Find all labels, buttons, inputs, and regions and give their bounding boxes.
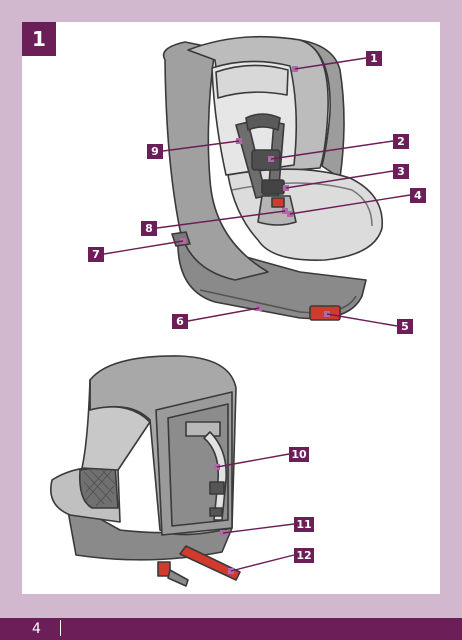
callout-11-label: 11 [296, 518, 311, 531]
callout-3: 3 [393, 164, 409, 179]
callout-12: 12 [294, 548, 314, 563]
callout-8-label: 8 [145, 222, 153, 235]
callout-boxes: 1 2 3 4 5 6 7 8 [88, 51, 426, 563]
callout-3-label: 3 [397, 165, 405, 178]
callout-8: 8 [141, 221, 157, 236]
callout-12-label: 12 [296, 549, 311, 562]
callout-1-label: 1 [370, 52, 378, 65]
callout-10: 10 [289, 447, 309, 462]
callout-4: 4 [410, 188, 426, 203]
callout-6: 6 [172, 314, 188, 329]
front-view-seat [162, 35, 383, 321]
mesh-pattern [83, 467, 116, 507]
callout-5-label: 5 [401, 320, 409, 333]
callout-9-label: 9 [151, 145, 159, 158]
callout-7: 7 [88, 247, 104, 262]
step-number: 1 [32, 27, 46, 51]
callout-lines [103, 57, 411, 572]
callout-11: 11 [294, 517, 314, 532]
rear-view-seat [50, 355, 241, 587]
callout-6-label: 6 [176, 315, 184, 328]
footer-bar [0, 618, 462, 640]
footer-divider [60, 620, 61, 636]
callout-2: 2 [393, 134, 409, 149]
callout-9: 9 [147, 144, 163, 159]
step-number-badge: 1 [22, 22, 56, 56]
callout-4-label: 4 [414, 189, 422, 202]
callout-2-label: 2 [397, 135, 405, 148]
callout-1: 1 [366, 51, 382, 66]
callout-7-label: 7 [92, 248, 100, 261]
page-number: 4 [32, 621, 41, 637]
callout-5: 5 [397, 319, 413, 334]
callout-10-label: 10 [291, 448, 307, 461]
